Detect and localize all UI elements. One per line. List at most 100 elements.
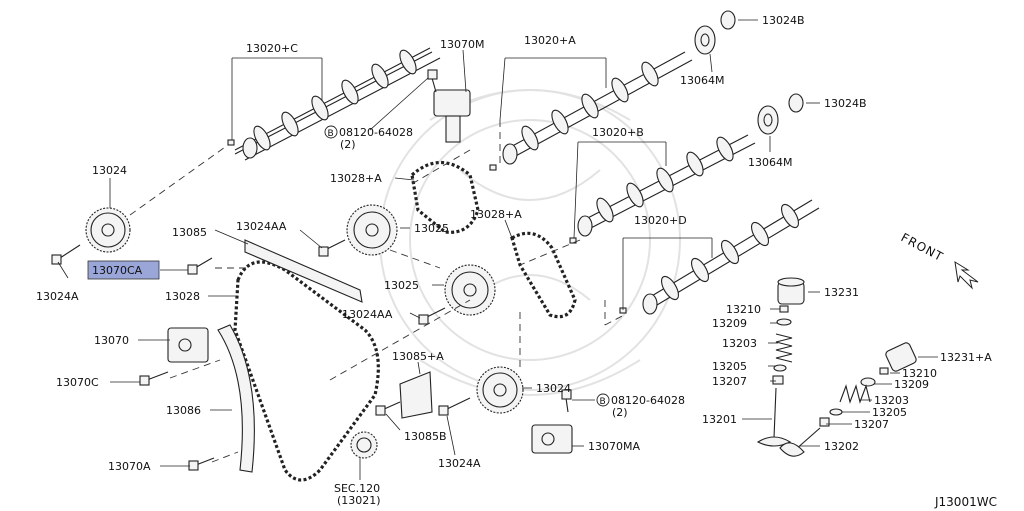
- label-13201[interactable]: 13201: [702, 413, 737, 426]
- label-13020-c[interactable]: 13020+C: [246, 42, 298, 55]
- crank-sprocket-sec120[interactable]: [350, 431, 378, 459]
- label-13231[interactable]: 13231: [824, 286, 859, 299]
- slack-guide-13086[interactable]: [217, 324, 255, 473]
- label-13028a-left[interactable]: 13028+A: [330, 172, 382, 185]
- bolt-13070a[interactable]: [188, 457, 215, 471]
- valve-seal-13207[interactable]: [772, 375, 784, 385]
- valve-seat-13205-r[interactable]: [829, 408, 843, 416]
- valve-collet-13210[interactable]: [779, 305, 789, 313]
- intake-valve-13201[interactable]: [756, 387, 792, 447]
- valve-seat-13205[interactable]: [773, 364, 787, 372]
- label-sec120[interactable]: SEC.120: [334, 482, 380, 495]
- cam-cap-13064m-top[interactable]: [694, 25, 716, 55]
- exhaust-valve-13202[interactable]: [779, 427, 821, 457]
- bolt-08120-bot[interactable]: [561, 389, 572, 413]
- label-08120-top[interactable]: 08120-64028: [339, 126, 413, 139]
- label-08120-bot-qty: (2): [612, 406, 628, 419]
- chain-tensioner-13070[interactable]: [167, 327, 209, 363]
- label-13024a-left[interactable]: 13024A: [36, 290, 79, 303]
- label-13210[interactable]: 13210: [726, 303, 761, 316]
- valve-spring-13203-r[interactable]: [839, 384, 871, 404]
- secondary-chain-13028a-right[interactable]: [510, 231, 577, 319]
- label-13070c[interactable]: 13070C: [56, 376, 99, 389]
- bolt-13024aa-top[interactable]: [318, 239, 346, 257]
- label-13025-top[interactable]: 13025: [414, 222, 449, 235]
- valve-lifter-13231[interactable]: [777, 277, 805, 305]
- label-13024b-mid[interactable]: 13024B: [824, 97, 867, 110]
- camshaft-13020-a[interactable]: [502, 51, 693, 165]
- cam-cap-13064m-mid[interactable]: [757, 105, 779, 135]
- bolt-08120-top[interactable]: [427, 69, 438, 93]
- bolt-13070ca[interactable]: [187, 257, 213, 275]
- assembly-dash-lines: [129, 120, 627, 463]
- label-13085b[interactable]: 13085B: [404, 430, 447, 443]
- valve-collet-13210-r[interactable]: [879, 367, 889, 375]
- label-13210-r[interactable]: 13210: [902, 367, 937, 380]
- bolt-13024a-left[interactable]: [51, 244, 81, 265]
- label-13070m[interactable]: 13070M: [440, 38, 484, 51]
- label-13209[interactable]: 13209: [712, 317, 747, 330]
- sprocket-13025-mid[interactable]: [444, 264, 496, 316]
- label-13205[interactable]: 13205: [712, 360, 747, 373]
- secondary-chain-13028a-left[interactable]: [410, 161, 480, 234]
- label-13024b-top[interactable]: 13024B: [762, 14, 805, 27]
- bolt-13085b[interactable]: [375, 401, 401, 416]
- svg-text:B: B: [600, 397, 606, 407]
- label-13070[interactable]: 13070: [94, 334, 129, 347]
- label-13024-top[interactable]: 13024: [92, 164, 127, 177]
- circled-b-marker-bot: B: [596, 393, 610, 407]
- bolt-13024a-bot[interactable]: [438, 397, 471, 416]
- valve-retainer-13209-r[interactable]: [860, 377, 876, 387]
- label-13024aa-mid[interactable]: 13024AA: [342, 308, 393, 321]
- label-13070a[interactable]: 13070A: [108, 460, 151, 473]
- primary-chain-13028[interactable]: [233, 260, 380, 482]
- svg-text:B: B: [328, 129, 334, 139]
- label-13203[interactable]: 13203: [722, 337, 757, 350]
- bolt-13024aa-mid[interactable]: [418, 307, 446, 325]
- valve-seal-13207-r[interactable]: [819, 417, 830, 427]
- label-13231a[interactable]: 13231+A: [940, 351, 992, 364]
- part-labels: 13020+C 13070M 13020+A 13024B 13064M 081…: [36, 14, 997, 509]
- label-13028[interactable]: 13028: [165, 290, 200, 303]
- cam-plug-13024b-mid[interactable]: [788, 93, 804, 113]
- camshaft-13020-c[interactable]: [234, 47, 441, 161]
- sprocket-13025-top[interactable]: [346, 204, 398, 256]
- chain-guide-13085[interactable]: [244, 239, 363, 303]
- label-13207[interactable]: 13207: [712, 375, 747, 388]
- label-13024a-bot[interactable]: 13024A: [438, 457, 481, 470]
- label-13207-r[interactable]: 13207: [854, 418, 889, 431]
- valve-retainer-13209[interactable]: [776, 318, 792, 326]
- valve-spring-13203[interactable]: [775, 333, 793, 363]
- label-13064m-mid[interactable]: 13064M: [748, 156, 792, 169]
- label-13020-a[interactable]: 13020+A: [524, 34, 576, 47]
- label-13070ma[interactable]: 13070MA: [588, 440, 640, 453]
- bracket-13085a[interactable]: [399, 371, 433, 419]
- highlight-13070ca: [87, 260, 160, 280]
- tensioner-13070ma[interactable]: [531, 424, 573, 454]
- camshaft-13020-d[interactable]: [642, 199, 820, 315]
- label-13070ca[interactable]: 13070CA: [92, 264, 143, 277]
- dowel-pin-a: [489, 164, 497, 171]
- label-13020-d[interactable]: 13020+D: [634, 214, 687, 227]
- label-13203-r[interactable]: 13203: [874, 394, 909, 407]
- label-13024aa-top[interactable]: 13024AA: [236, 220, 287, 233]
- label-13025-mid[interactable]: 13025: [384, 279, 419, 292]
- label-13085[interactable]: 13085: [172, 226, 207, 239]
- bolt-13070c[interactable]: [139, 371, 169, 386]
- label-13209-r[interactable]: 13209: [894, 378, 929, 391]
- valve-lifter-13231a[interactable]: [885, 342, 918, 373]
- label-13085a[interactable]: 13085+A: [392, 350, 444, 363]
- label-13086[interactable]: 13086: [166, 404, 201, 417]
- tensioner-13070m[interactable]: [433, 89, 471, 143]
- label-08120-bot[interactable]: 08120-64028: [611, 394, 685, 407]
- label-13020-b[interactable]: 13020+B: [592, 126, 644, 139]
- label-13024-bot[interactable]: 13024: [536, 382, 571, 395]
- sprocket-13024-top[interactable]: [85, 207, 131, 253]
- label-13064m-top[interactable]: 13064M: [680, 74, 724, 87]
- label-13205-r[interactable]: 13205: [872, 406, 907, 419]
- label-13028a-right[interactable]: 13028+A: [470, 208, 522, 221]
- label-13202[interactable]: 13202: [824, 440, 859, 453]
- camshaft-13020-b[interactable]: [577, 134, 756, 237]
- sprocket-13024-bot[interactable]: [476, 366, 524, 414]
- cam-plug-13024b-top[interactable]: [720, 10, 736, 30]
